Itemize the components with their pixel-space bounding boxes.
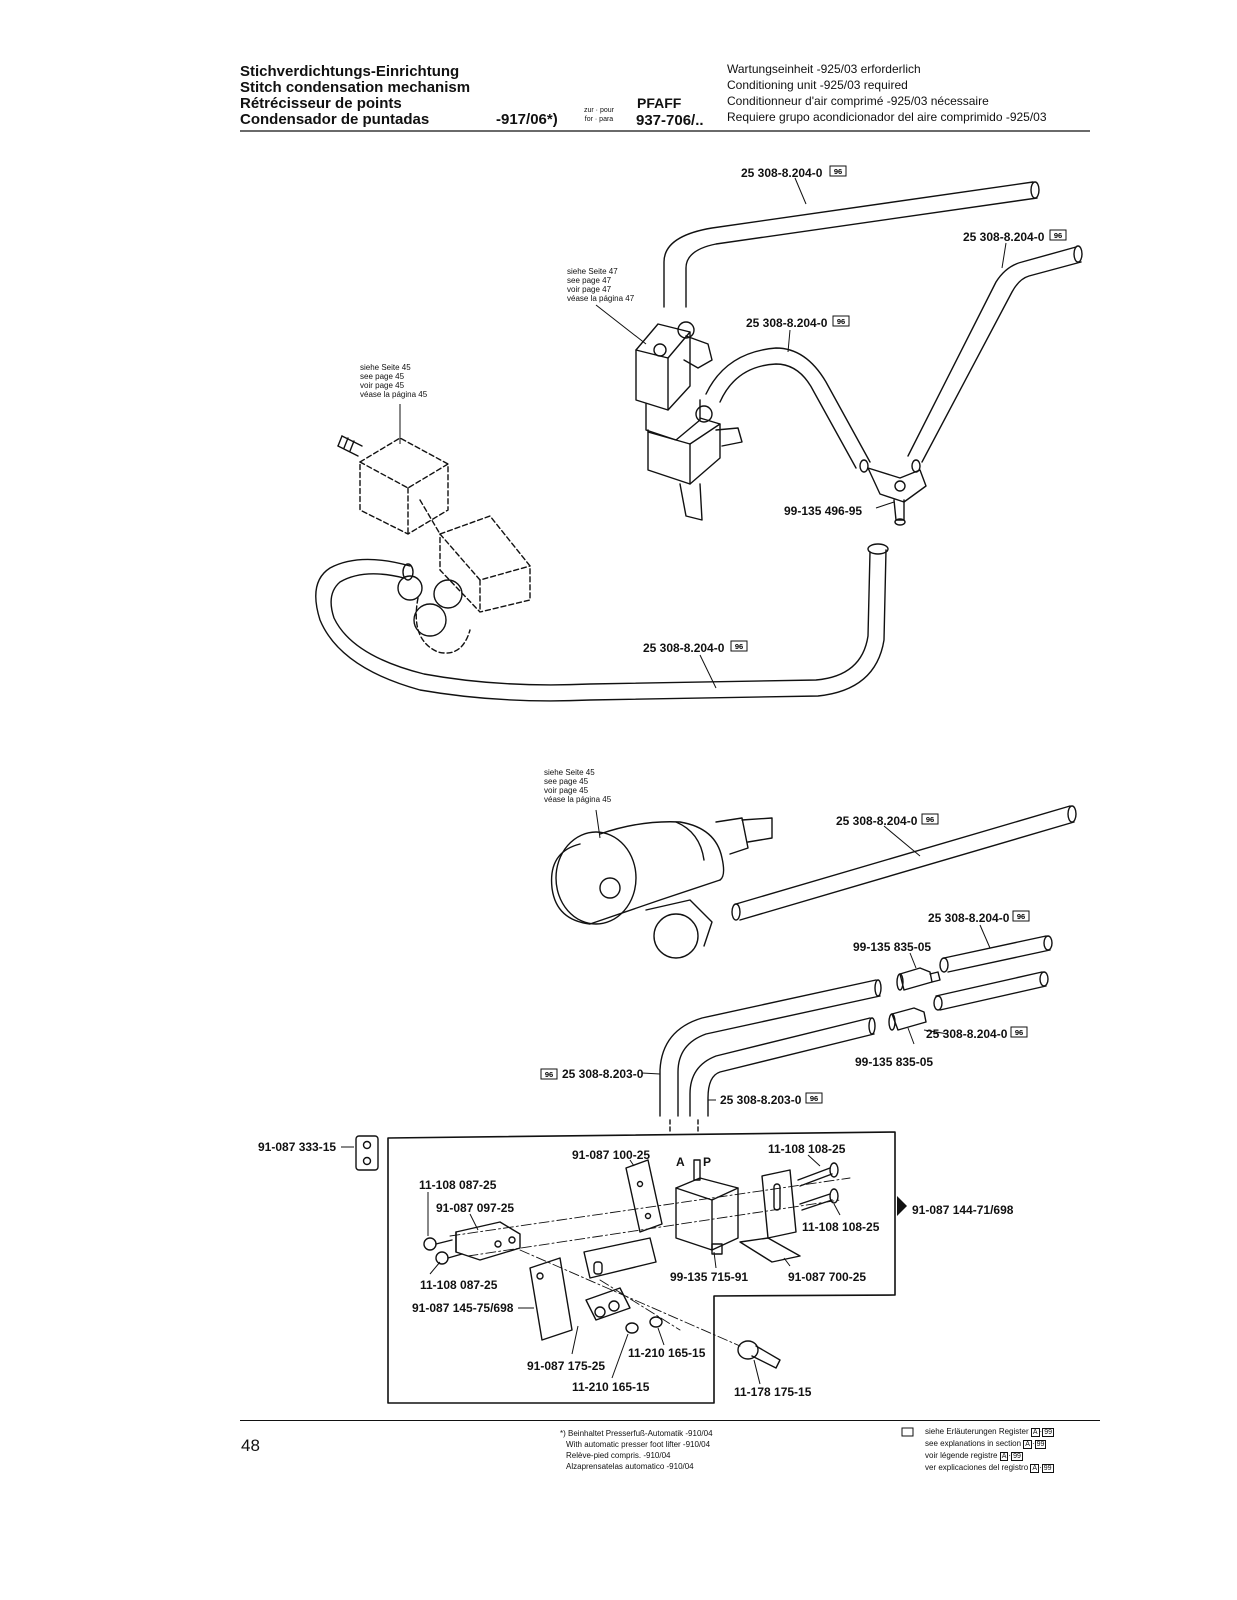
variant-number: -917/06*)	[496, 111, 558, 128]
label-hose-bent-2: 25 308-8.203-0	[720, 1093, 802, 1107]
note-page45-top: siehe Seite 45 see page 45 voir page 45 …	[360, 363, 428, 399]
small-plate	[355, 1135, 379, 1171]
cylinder-page45-top-solid	[337, 435, 463, 637]
screw-108-1	[797, 1162, 839, 1187]
label-port-p: P	[703, 1155, 711, 1169]
label-hose-bent-1: 25 308-8.203-0	[562, 1067, 644, 1081]
label-screw-087-1: 11-108 087-25	[419, 1178, 497, 1192]
hose-loop	[315, 543, 889, 702]
header: Stichverdichtungs-Einrichtung Stitch con…	[0, 0, 1237, 160]
requirement-es: Requiere grupo acondicionador del aire c…	[727, 110, 1047, 124]
zur-pour: zur · pour	[584, 107, 614, 114]
cylinder-page45-bottom	[550, 817, 773, 959]
title-de: Stichverdichtungs-Einrichtung	[240, 63, 460, 80]
screw-210-1	[625, 1316, 663, 1334]
title-en: Stitch condensation mechanism	[240, 79, 471, 96]
brand-name: PFAFF	[637, 95, 682, 111]
badge-96-icon	[1010, 1026, 1028, 1038]
assembly-arrow-icon	[897, 1196, 907, 1216]
badge-96-icon	[730, 640, 748, 652]
label-assembly: 91-087 144-71/698	[912, 1203, 1014, 1217]
label-hose-loop: 25 308-8.204-0	[643, 641, 725, 655]
label-bracket-700: 91-087 700-25	[788, 1270, 866, 1284]
badge-96-icon	[1049, 229, 1067, 241]
hose-top-1	[663, 181, 1040, 308]
legend-box-icon	[901, 1427, 914, 1437]
label-screw-087-2: 11-108 087-25	[420, 1278, 498, 1292]
hose-mid-3	[933, 971, 1049, 1011]
label-hose-mid-2: 25 308-8.204-0	[928, 911, 1010, 925]
hose-mid-1	[731, 805, 1077, 921]
tee-connector	[859, 459, 927, 526]
label-hose-top-2: 25 308-8.204-0	[963, 230, 1045, 244]
badge-96-icon	[921, 813, 939, 825]
plate-175	[583, 1237, 657, 1321]
valve-715	[675, 1159, 739, 1255]
assembly-outline	[387, 1131, 896, 1404]
label-hose-mid-3: 25 308-8.204-0	[926, 1027, 1008, 1041]
footnote: *) Beinhaltet Presserfuß-Automatik -910/…	[560, 1429, 713, 1471]
badge-96-icon	[829, 165, 847, 177]
badge-96-icon	[540, 1068, 558, 1080]
connector-2	[888, 1007, 927, 1031]
screw-108-2	[799, 1188, 839, 1211]
label-tee: 99-135 496-95	[784, 504, 862, 518]
note-page47: siehe Seite 47 see page 47 voir page 47 …	[567, 267, 635, 303]
label-conn-2: 99-135 835-05	[855, 1055, 933, 1069]
label-plate-175: 91-087 175-25	[527, 1359, 605, 1373]
footer-rule	[240, 1420, 1100, 1421]
requirement-fr: Conditionneur d'air comprimé -925/03 néc…	[727, 94, 989, 108]
legend: siehe Erläuterungen Register A·99 see ex…	[925, 1427, 1054, 1473]
page-number: 48	[241, 1436, 260, 1455]
label-bracket-097: 91-087 097-25	[436, 1201, 514, 1215]
hose-bent-2	[689, 1017, 876, 1117]
title-es: Condensador de puntadas	[240, 111, 430, 128]
hose-bent-1	[659, 979, 882, 1117]
label-screw-210-2: 11-210 165-15	[572, 1380, 650, 1394]
part-labels: 25 308-8.204-0 25 308-8.204-0 25 308-8.2…	[258, 165, 1067, 1399]
label-plate-145: 91-087 145-75/698	[412, 1301, 514, 1315]
badge-96-icon	[1012, 910, 1030, 922]
title-fr: Rétrécisseur de points	[240, 95, 402, 112]
cylinder-page45-top	[359, 437, 531, 654]
bracket-700	[739, 1169, 801, 1263]
cylinder-page47	[635, 321, 743, 521]
label-valve: 99-135 715-91	[670, 1270, 748, 1284]
bracket-100	[625, 1159, 663, 1233]
hose-mid-2	[939, 935, 1053, 973]
label-conn-1: 99-135 835-05	[853, 940, 931, 954]
label-hose-top-1: 25 308-8.204-0	[741, 166, 823, 180]
connector-1	[896, 967, 941, 991]
label-hose-mid-1: 25 308-8.204-0	[836, 814, 918, 828]
note-page45-bottom: siehe Seite 45 see page 45 voir page 45 …	[544, 768, 612, 804]
requirement-en: Conditioning unit -925/03 required	[727, 78, 908, 92]
legend-code-a: A	[1030, 1428, 1040, 1437]
screw-178	[737, 1340, 781, 1369]
requirement-de: Wartungseinheit -925/03 erforderlich	[727, 62, 921, 76]
bracket-097	[455, 1221, 521, 1261]
model-number: 937-706/..	[636, 112, 704, 129]
badge-96-icon	[832, 315, 850, 327]
label-screw-178: 11-178 175-15	[734, 1385, 812, 1399]
screw-087-1	[423, 1237, 453, 1251]
label-screw-108-2: 11-108 108-25	[802, 1220, 880, 1234]
label-plate-small: 91-087 333-15	[258, 1140, 336, 1154]
badge-96-icon	[805, 1092, 823, 1104]
screw-087-2	[435, 1251, 463, 1265]
label-screw-108-1: 11-108 108-25	[768, 1142, 846, 1156]
label-port-a: A	[676, 1155, 685, 1169]
hose-top-2	[907, 245, 1083, 463]
plate-145	[529, 1257, 573, 1341]
hose-top-3	[705, 347, 871, 469]
label-bracket-100: 91-087 100-25	[572, 1148, 650, 1162]
label-screw-210-1: 11-210 165-15	[628, 1346, 706, 1360]
legend-code-99: 99	[1042, 1428, 1054, 1437]
label-hose-top-3: 25 308-8.204-0	[746, 316, 828, 330]
for-para: for · para	[584, 116, 614, 123]
